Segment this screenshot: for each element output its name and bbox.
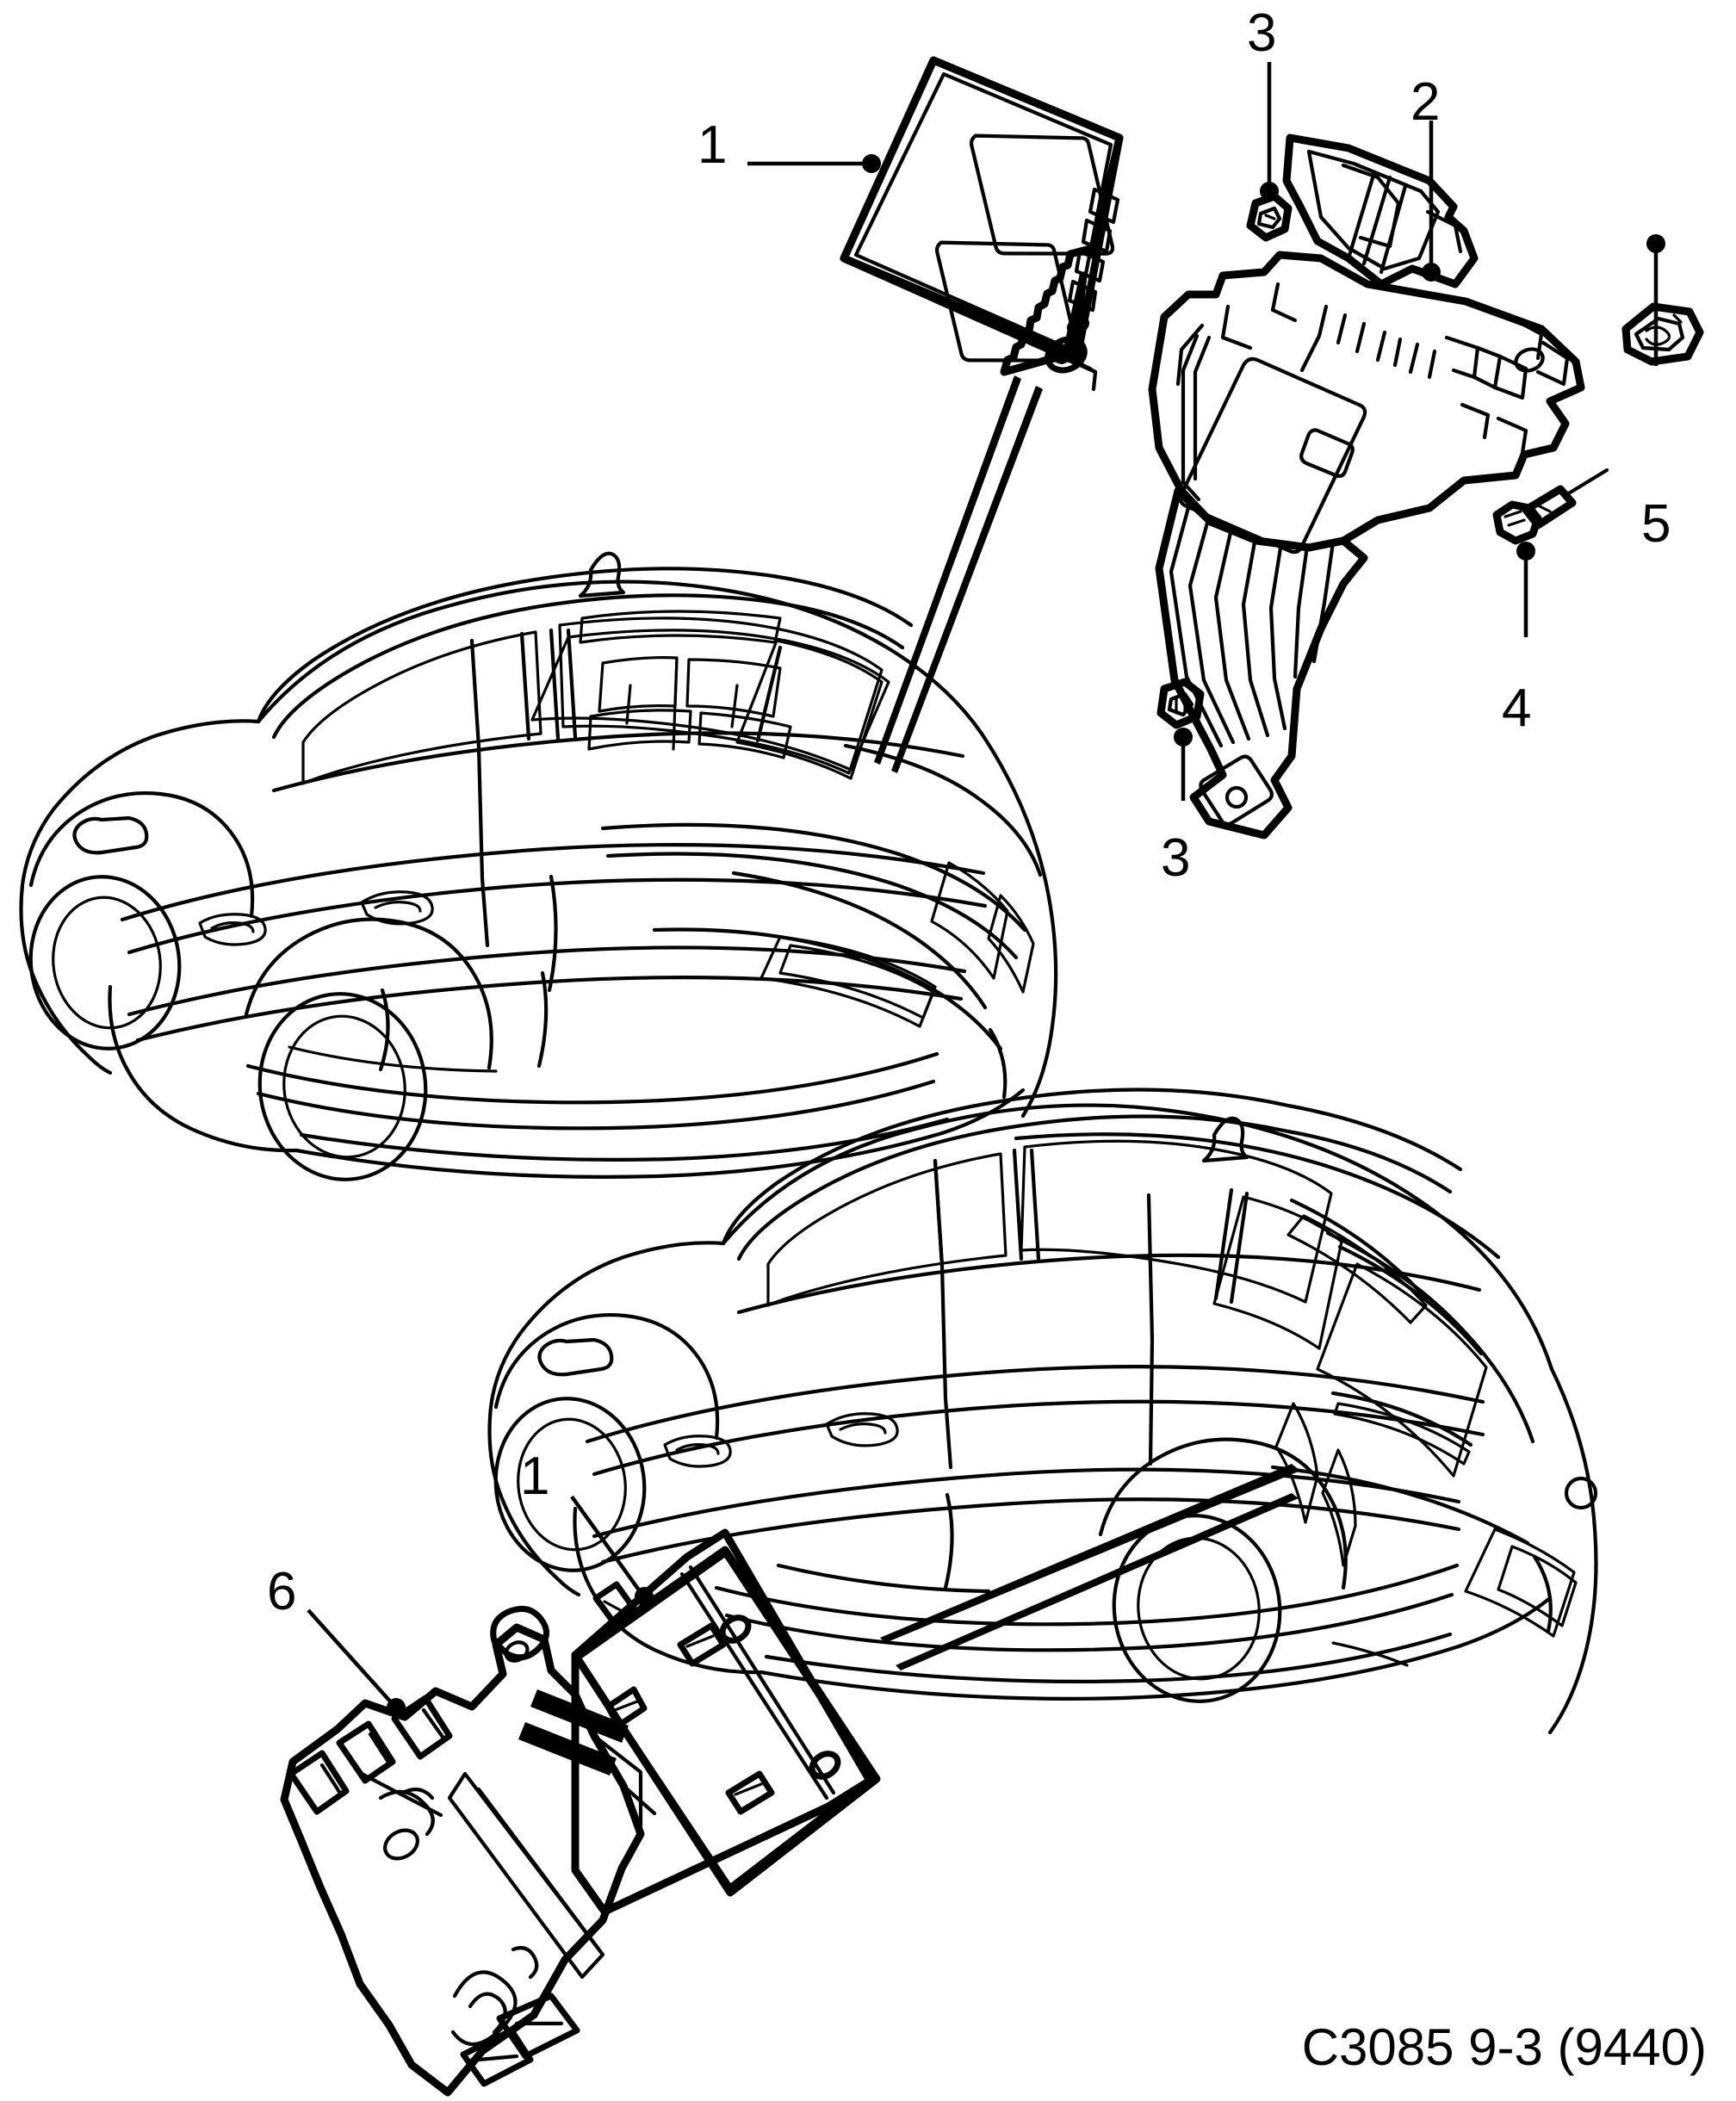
callout-2: 2: [1410, 72, 1441, 132]
retaining-clip: [1621, 302, 1704, 366]
module-connector-pins: [1045, 187, 1120, 374]
callout-1-bottom: 1: [520, 1447, 550, 1506]
hex-nut-lower: [1156, 678, 1205, 729]
hex-nut-upper: [1246, 192, 1293, 242]
callout-3-top: 3: [1247, 3, 1277, 63]
control-module-sedan: [840, 56, 1124, 392]
diagram-caption: C3085 9-3 (9440): [1301, 2018, 1707, 2076]
vehicle-wagon: [487, 1088, 1598, 1735]
callout-1-top: 1: [698, 115, 728, 175]
install-pointer-sedan: [874, 375, 1043, 773]
callout-5: 5: [1641, 494, 1671, 554]
callout-6: 6: [267, 1562, 297, 1621]
mounting-bracket-wagon: [280, 1605, 657, 2097]
callout-4: 4: [1502, 679, 1532, 738]
screw: [1492, 468, 1609, 545]
vehicle-sedan: [19, 551, 1058, 1181]
callout-3-bottom: 3: [1161, 828, 1191, 888]
mounting-bracket-sedan: [1148, 133, 1585, 840]
